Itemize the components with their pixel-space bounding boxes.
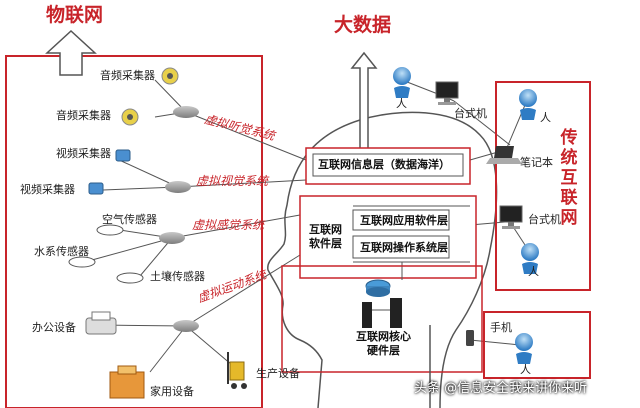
internet-title-char: 统 bbox=[560, 148, 578, 168]
bigdata-up-arrow bbox=[350, 51, 378, 156]
home-appliance-icon bbox=[109, 365, 145, 399]
router-icon bbox=[365, 279, 391, 297]
phone-icon bbox=[466, 330, 474, 346]
virtual-sensing-label: 虚拟感觉系统 bbox=[192, 218, 265, 232]
sensor-ovals bbox=[68, 224, 144, 284]
server-icon bbox=[362, 298, 402, 328]
video-collector-icon bbox=[88, 149, 131, 195]
audio-collector-label: 音频采集器 bbox=[56, 109, 111, 122]
internet-title-char: 互 bbox=[560, 168, 578, 188]
audio-collector-label: 音频采集器 bbox=[100, 69, 155, 82]
phone-frame bbox=[483, 311, 591, 379]
watermark-text: 头条 @信息安全我来讲你来听 bbox=[414, 381, 588, 396]
hardware-layer-box bbox=[281, 265, 483, 373]
connection-lines bbox=[91, 79, 528, 373]
home-device-label: 家用设备 bbox=[150, 385, 194, 398]
air-sensor-label: 空气传感器 bbox=[102, 213, 157, 226]
software-layer-line: 软件层 bbox=[309, 237, 342, 250]
internet-title-char: 联 bbox=[560, 188, 578, 208]
virtual-vision-label: 虚拟视觉系统 bbox=[196, 174, 269, 188]
app-layer-label: 互联网应用软件层 bbox=[360, 214, 448, 227]
info-layer-label: 互联网信息层（数据海洋） bbox=[318, 158, 450, 171]
person-label: 人 bbox=[396, 97, 407, 110]
bigdata-title: 大数据 bbox=[334, 14, 392, 36]
office-device-label: 办公设备 bbox=[32, 321, 76, 334]
soil-sensor-label: 土壤传感器 bbox=[150, 270, 205, 283]
hardware-layer-line: 硬件层 bbox=[367, 344, 400, 357]
hardware-layer-label: 互联网核心 硬件层 bbox=[356, 330, 411, 358]
internet-title-char: 网 bbox=[560, 208, 578, 228]
person-label: 人 bbox=[520, 363, 531, 376]
desktop-label: 台式机 bbox=[528, 213, 561, 226]
desktop-label: 台式机 bbox=[454, 107, 487, 120]
internet-title: 传 统 互 联 网 bbox=[557, 128, 581, 228]
video-collector-label: 视频采集器 bbox=[20, 183, 75, 196]
iot-frame bbox=[5, 55, 263, 408]
video-collector-label: 视频采集器 bbox=[56, 147, 111, 160]
software-layer-label: 互联网 软件层 bbox=[309, 223, 351, 251]
person-label: 人 bbox=[528, 265, 539, 278]
forklift-icon bbox=[227, 352, 247, 389]
phone-label: 手机 bbox=[490, 321, 512, 334]
software-layer-line: 互联网 bbox=[309, 223, 342, 236]
iot-up-arrow bbox=[45, 29, 97, 76]
laptop-label: 笔记本 bbox=[520, 156, 553, 169]
water-sensor-label: 水系传感器 bbox=[34, 245, 89, 258]
os-layer-label: 互联网操作系统层 bbox=[360, 241, 448, 254]
internet-title-char: 传 bbox=[560, 128, 578, 148]
production-device-label: 生产设备 bbox=[256, 367, 300, 380]
person-label: 人 bbox=[540, 111, 551, 124]
hardware-layer-line: 互联网核心 bbox=[356, 330, 411, 343]
desktop-icon bbox=[435, 81, 523, 229]
hub-nodes bbox=[159, 106, 199, 332]
printer-icon bbox=[85, 311, 117, 335]
internet-frame bbox=[495, 81, 591, 291]
laptop-icon bbox=[486, 146, 522, 164]
iot-title: 物联网 bbox=[46, 4, 104, 26]
audio-collector-icon bbox=[121, 67, 179, 126]
person-icon bbox=[393, 67, 539, 364]
